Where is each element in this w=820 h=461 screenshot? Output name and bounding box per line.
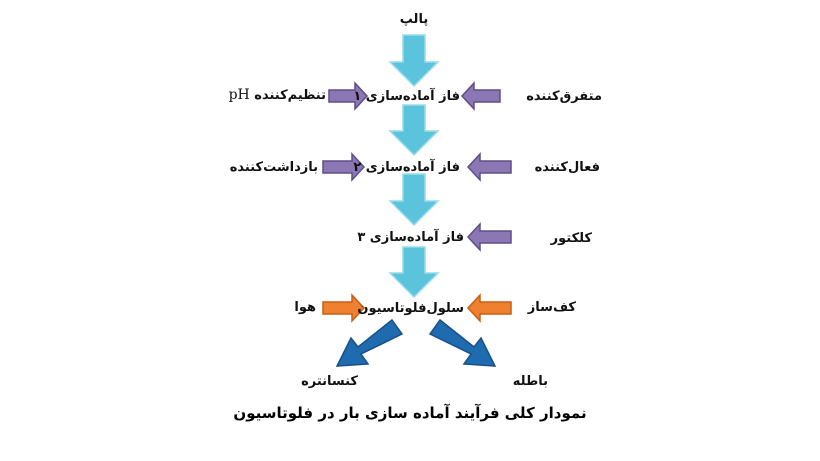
dispersant-label: متفرق‌کننده (526, 89, 602, 104)
frother-label: کف‌ساز (527, 300, 576, 315)
arrow-activator (466, 152, 512, 182)
arrow-frother (466, 293, 512, 323)
depressant-label: بازداشت‌کننده (229, 160, 318, 175)
tailings-label: باطله (512, 374, 548, 389)
flow-arrow-pulp-to-phase-1 (388, 34, 440, 88)
ph-symbol: pH (228, 87, 250, 103)
concentrate-label: کنسانتره (301, 374, 358, 389)
arrow-collector (466, 222, 512, 252)
conditioning-phase-3-label: فاز آماده‌سازی ۳ (357, 230, 464, 245)
air-label: هوا (294, 300, 316, 315)
ph-regulator-text: تنظیم‌کننده (254, 88, 326, 103)
flow-arrow-phase-2-to-phase-3 (388, 173, 440, 227)
flow-arrow-phase-1-to-phase-2 (388, 104, 440, 157)
pulp-label: پالپ (399, 12, 429, 27)
arrow-dispersant (460, 81, 501, 111)
flotation-cell-label: سلول‌فلوتاسیون (357, 301, 464, 316)
flow-arrow-phase-3-to-flotation-cell (388, 246, 440, 299)
collector-label: کلکتور (550, 231, 592, 246)
conditioning-phase-2-label: فاز آماده‌سازی ۲ (353, 160, 460, 175)
arrow-to-tailings (428, 318, 497, 367)
arrow-ph-regulator (328, 81, 369, 111)
arrow-to-concentrate (335, 318, 404, 367)
diagram-caption: نمودار کلی فرآیند آماده سازی بار در فلوت… (233, 404, 587, 422)
conditioning-phase-1-label: فاز آماده‌سازی ۱ (353, 89, 460, 104)
activator-label: فعال‌کننده (534, 160, 600, 175)
arrow-depressant (322, 152, 366, 182)
ph-regulator-label: تنظیم‌کننده pH (216, 87, 326, 104)
arrow-air (322, 293, 366, 323)
